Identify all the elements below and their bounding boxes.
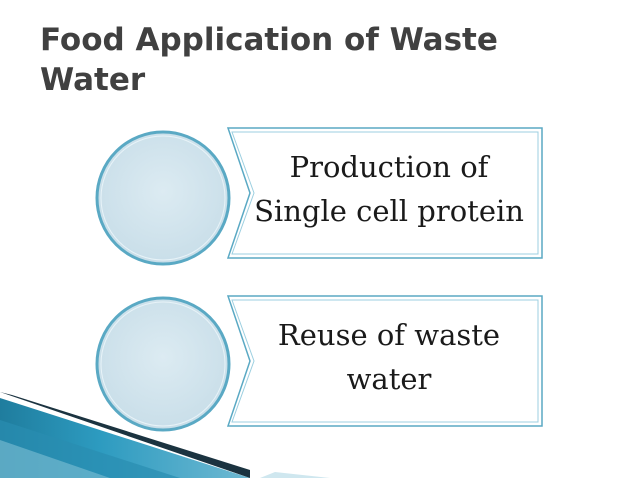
item-2-line-2: water xyxy=(346,362,432,396)
item-1-line-1: Production of xyxy=(289,150,489,184)
item-2-line-1: Reuse of waste xyxy=(277,318,501,352)
item-1-box xyxy=(226,127,543,259)
item-2-box xyxy=(226,295,543,427)
item-1-label: Production of Single cell protein xyxy=(230,145,548,233)
item-1-line-2: Single cell protein xyxy=(254,194,524,228)
item-1-circle xyxy=(95,130,231,266)
corner-wedge-decoration xyxy=(0,392,330,478)
item-2-label: Reuse of waste water xyxy=(230,313,548,401)
slide-title: Food Application of Waste Water xyxy=(40,22,498,98)
item-2-circle xyxy=(95,296,231,432)
